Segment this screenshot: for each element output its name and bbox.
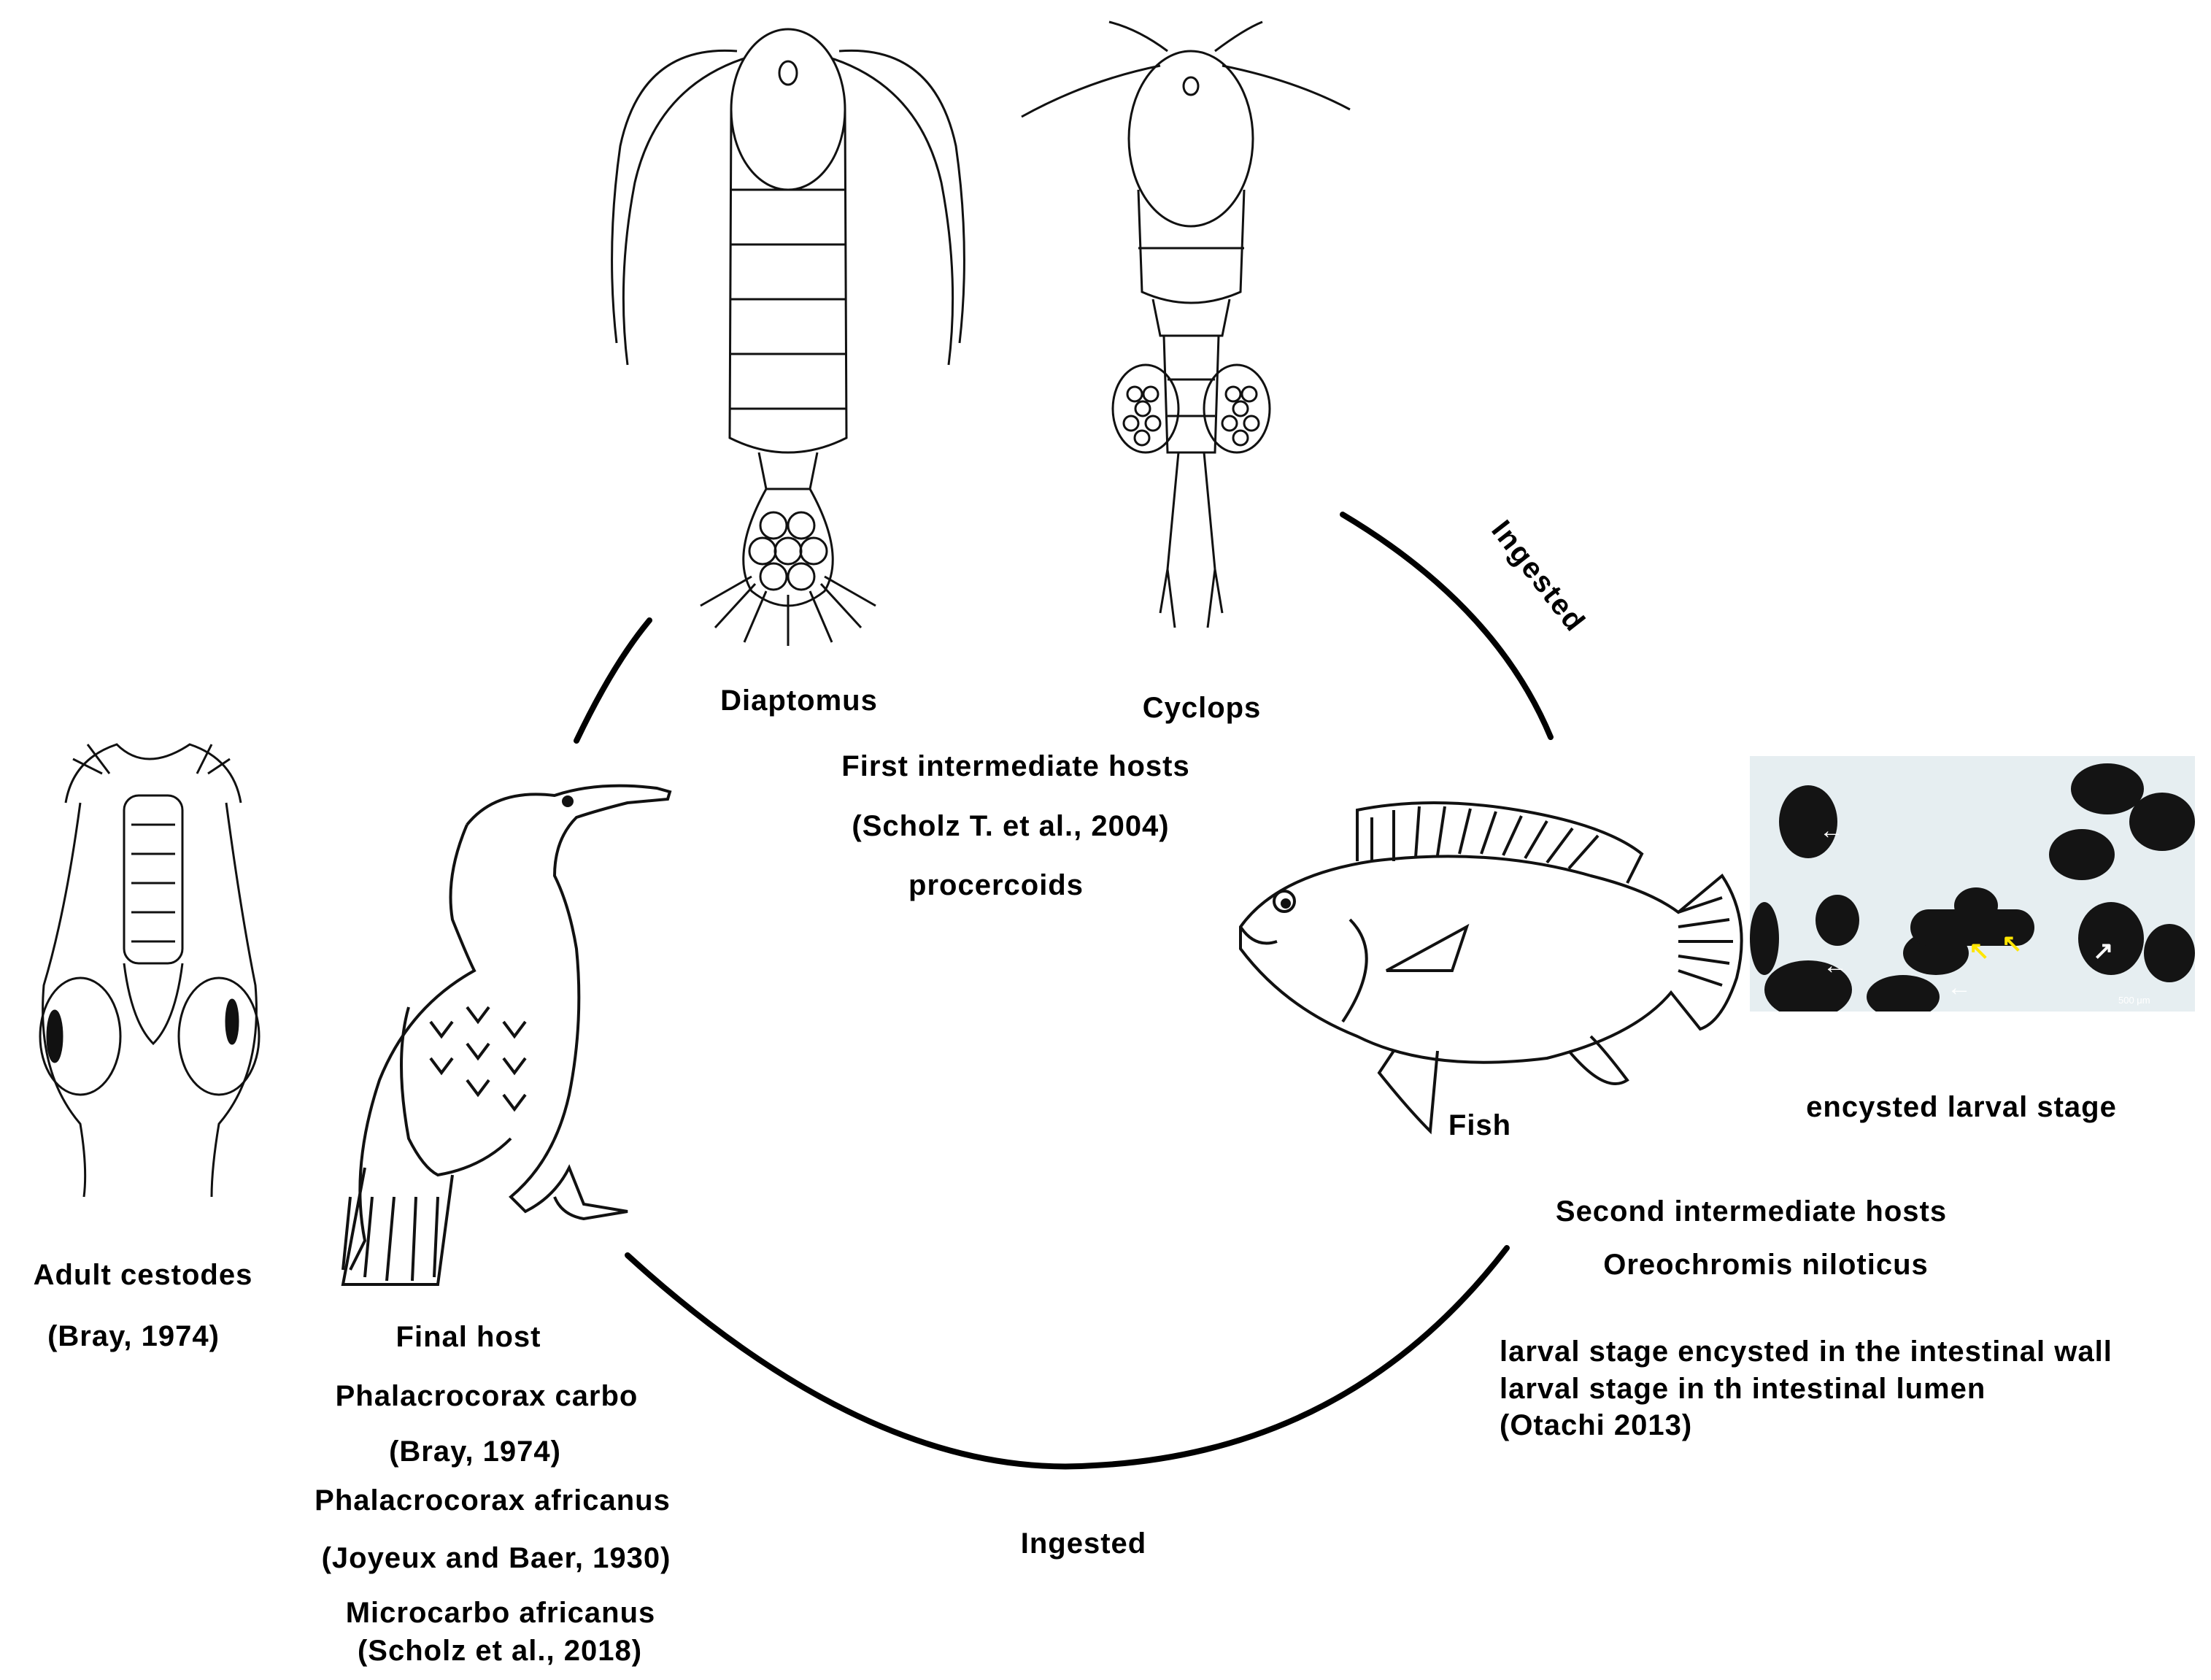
adult-cestodes-ref: (Bray, 1974) [47,1320,220,1352]
cyclops-label: Cyclops [1142,692,1262,724]
diaptomus-label: Diaptomus [720,685,878,717]
fish-drawing [1239,801,1743,1135]
diaptomus-drawing [611,28,965,646]
yellow-arrow-icon: ↖ [1969,937,1990,965]
adult-cestodes-label: Adult cestodes [33,1259,253,1291]
white-arrow-icon: ← [1819,817,1844,844]
final-host-species-3: Microcarbo africanus [345,1597,656,1629]
final-host-species-1: Phalacrocorax carbo [335,1380,638,1412]
larval-note-wall: larval stage encysted in the intestinal … [1500,1336,2112,1368]
scale-bar: 500 μm [2118,995,2150,1006]
first-intermediate-ref: (Scholz T. et al., 2004) [852,810,1170,842]
oreochromis-label: Oreochromis niloticus [1603,1249,1929,1281]
final-host-species-3-ref: (Scholz et al., 2018) [357,1635,643,1667]
cycle-arc-bottom [625,1245,1510,1470]
larval-note-lumen: larval stage in th intestinal lumen [1500,1373,1986,1405]
adult-cestode-drawing [39,743,261,1198]
final-host-species-2-ref: (Joyeux and Baer, 1930) [321,1542,671,1574]
cycle-arc-top-left [574,617,652,744]
final-host-species-2: Phalacrocorax africanus [315,1484,671,1517]
final-host-species-1-ref: (Bray, 1974) [389,1436,561,1468]
procercoids-label: procercoids [908,869,1084,901]
white-arrow-icon: ← [1947,974,1972,1001]
white-arrow-icon: ← [1823,952,1848,979]
otachi-ref: (Otachi 2013) [1500,1409,1693,1441]
ingested-bottom-label: Ingested [1020,1527,1147,1560]
cycle-arc-top-right [1340,512,1554,740]
cormorant-drawing [341,784,672,1286]
cyclops-drawing [1021,20,1351,628]
white-arrow-icon: ↗ [2093,937,2114,965]
first-intermediate-title: First intermediate hosts [841,750,1190,782]
encysted-larval-stage-label: encysted larval stage [1806,1091,2117,1123]
yellow-arrow-icon: ↖ [2002,930,2023,957]
second-intermediate-title: Second intermediate hosts [1555,1195,1948,1228]
fish-label: Fish [1448,1109,1512,1141]
final-host-title: Final host [395,1321,541,1353]
encysted-larvae-photo: ← ← ← ↗ ↖ ↖ 500 μm [1750,756,2195,1012]
